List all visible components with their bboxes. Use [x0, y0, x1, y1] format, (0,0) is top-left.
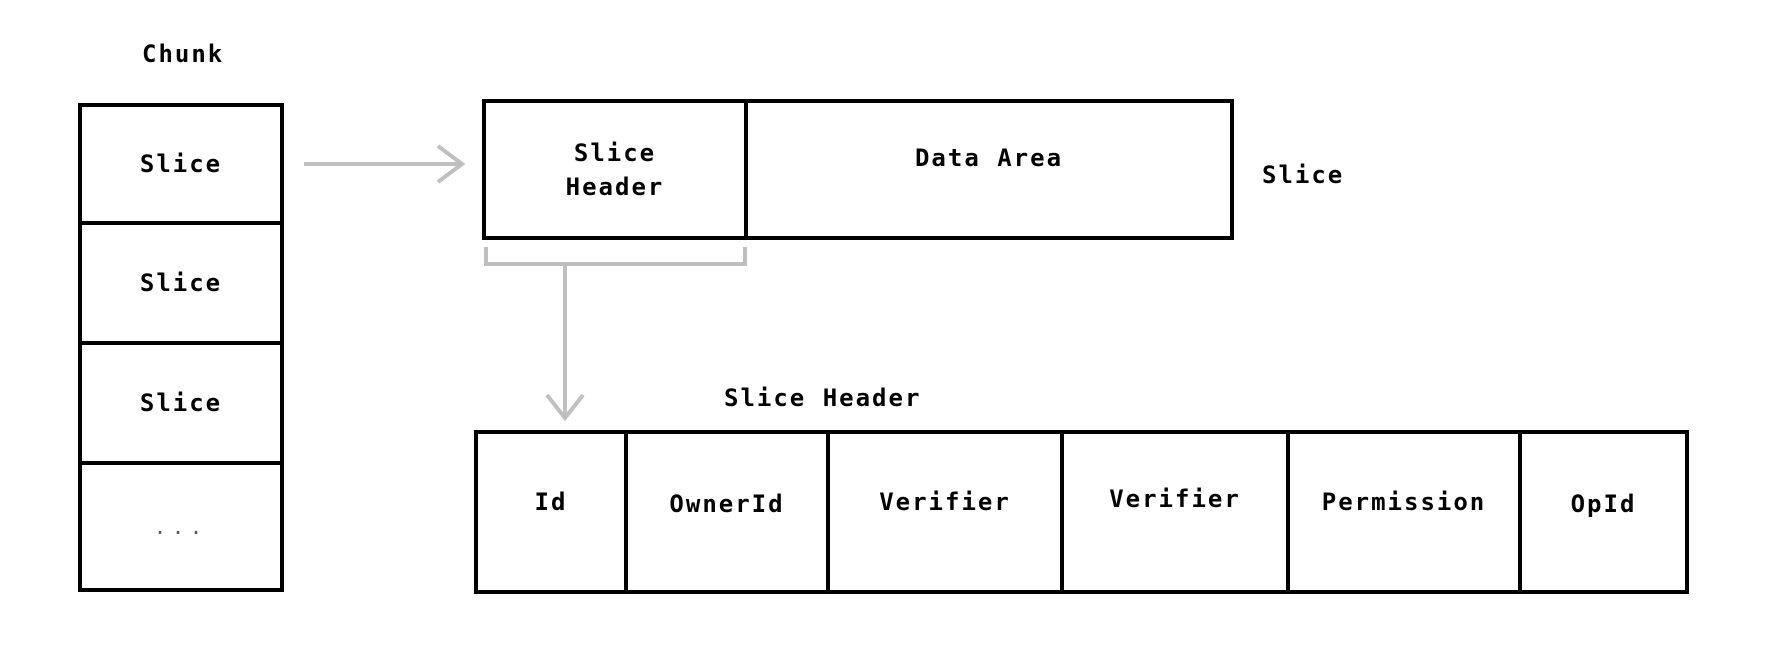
slice-header-box [474, 430, 1689, 594]
field-owner-id: OwnerId [669, 490, 785, 518]
field-op-id: OpId [1570, 490, 1637, 518]
chunk-divider [78, 221, 284, 225]
slice-header-line2: Header [565, 172, 665, 201]
chunk-slice-cell: Slice [139, 269, 223, 297]
chunk-divider [78, 461, 284, 465]
chunk-ellipsis-cell: ... [153, 514, 209, 539]
chunk-divider [78, 341, 284, 345]
slice-header-line1: Slice [573, 138, 657, 167]
field-verifier: Verifier [1109, 485, 1241, 513]
field-divider [826, 430, 830, 594]
slice-header-title: Slice Header [724, 384, 922, 412]
slice-box [482, 99, 1234, 240]
field-divider [1518, 430, 1522, 594]
field-divider [624, 430, 628, 594]
field-id: Id [534, 488, 568, 516]
chunk-slice-cell: Slice [139, 150, 223, 178]
chunk-box [78, 103, 284, 592]
field-divider [1060, 430, 1064, 594]
slice-header-bracket [484, 247, 747, 266]
data-area-cell: Data Area [914, 144, 1064, 172]
chunk-slice-cell: Slice [139, 389, 223, 417]
slice-label: Slice [1262, 161, 1345, 189]
chunk-title: Chunk [142, 40, 225, 68]
field-verifier: Verifier [879, 488, 1011, 516]
arrow-header-to-detail-head [545, 393, 585, 422]
field-divider [1286, 430, 1290, 594]
arrow-chunk-to-slice-head [436, 144, 466, 184]
field-permission: Permission [1321, 488, 1487, 516]
slice-divider [744, 99, 748, 240]
slice-header-cell: Slice Header [486, 103, 744, 236]
